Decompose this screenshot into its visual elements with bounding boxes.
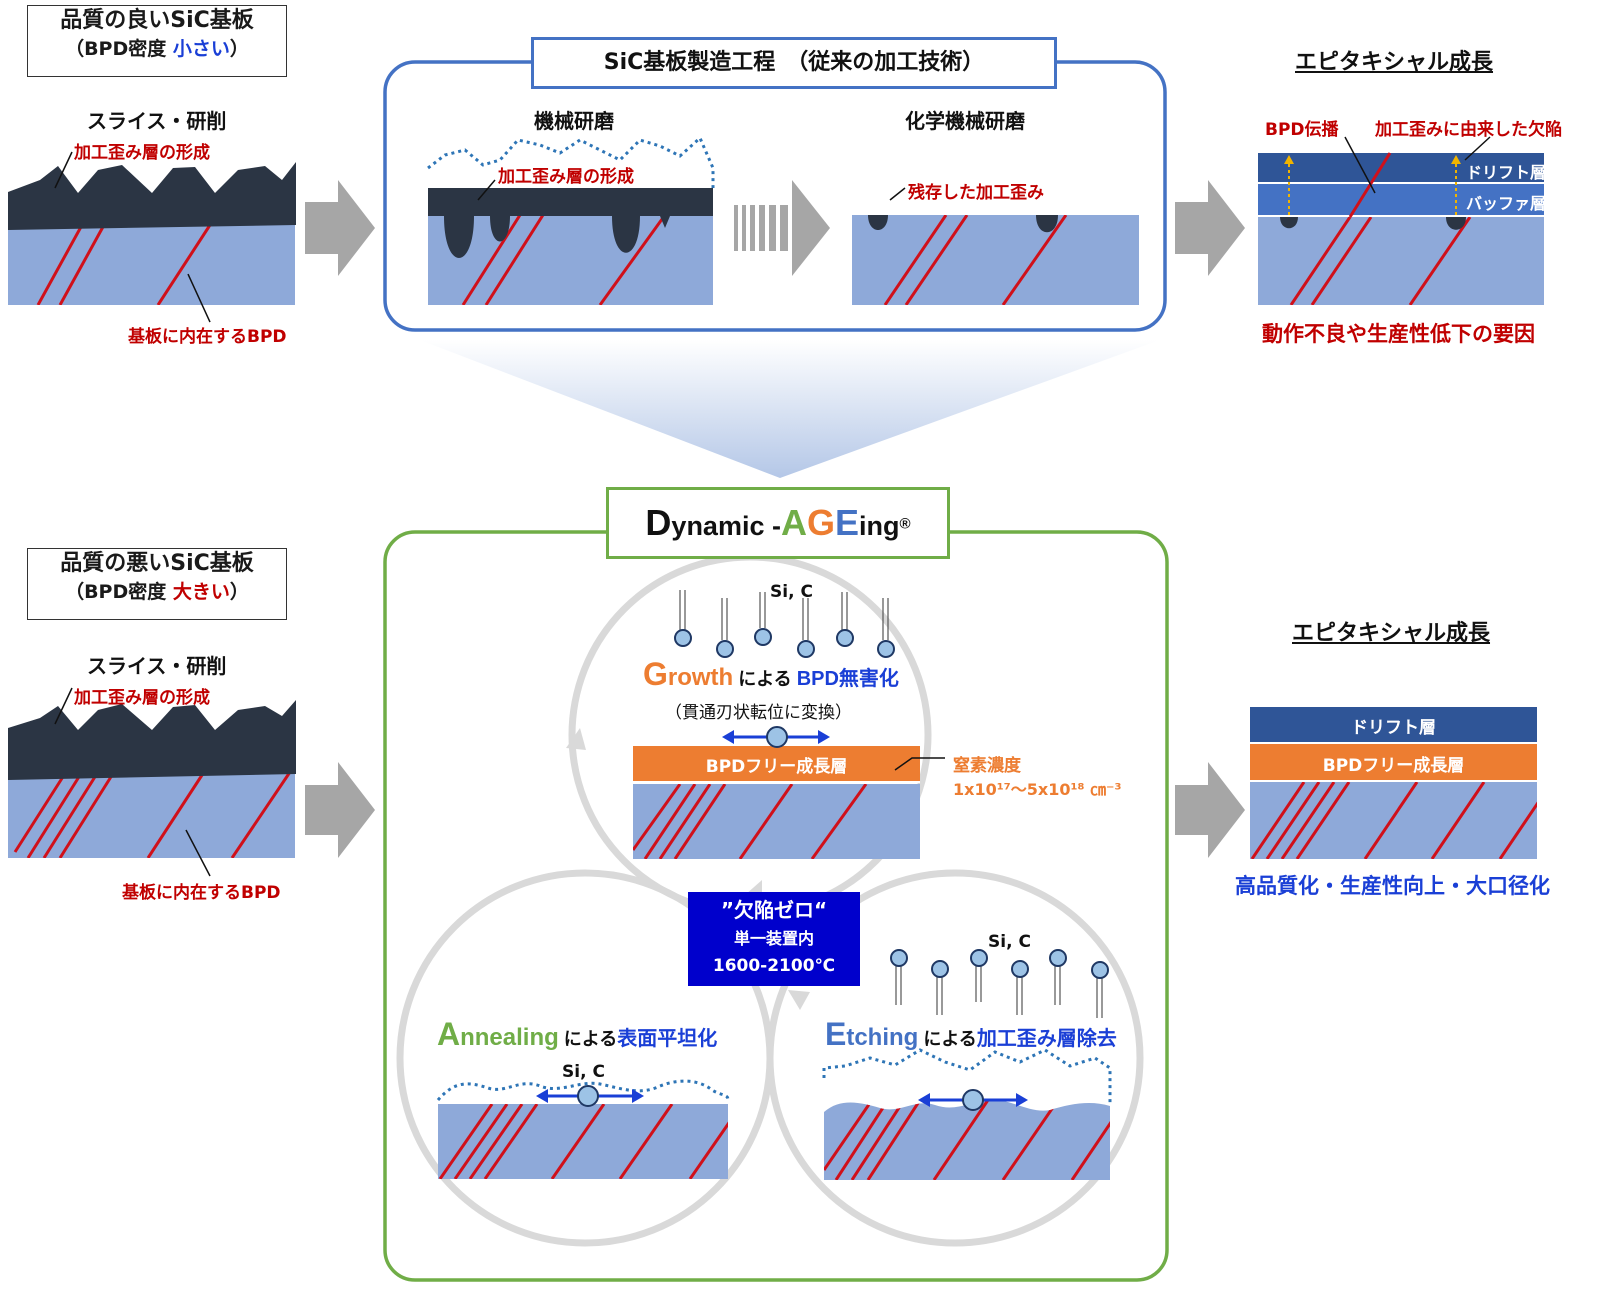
process-title: SiC基板製造工程 （従来の加工技術） [603, 50, 985, 75]
arrow-striped [734, 180, 830, 276]
growth-heading: Growth による BPD無害化 [643, 656, 899, 693]
etching-substrate [822, 1048, 1112, 1180]
title-g: G [806, 502, 835, 543]
cmp-damage-label: 残存した加工歪み [908, 183, 1044, 203]
growth-big-g: G [643, 656, 668, 692]
title-ing: ing [859, 511, 900, 541]
growth-atom-circles [674, 628, 895, 658]
nitrogen-label: 窒素濃度 [953, 756, 1021, 776]
density-suffix-bad: ） [229, 581, 249, 603]
etching-si-c: Si, C [988, 932, 1031, 952]
damage-layer-label-top: 加工歪み層の形成 [74, 143, 210, 163]
arrow-right-1 [305, 180, 375, 276]
funnel-gradient [420, 340, 1160, 478]
epi-title-bottom: エピタキシャル成長 [1292, 621, 1491, 646]
anneal-effect: 表面平坦化 [617, 1028, 718, 1050]
bottom-left-substrate [8, 687, 296, 877]
title-d: D [645, 502, 672, 543]
title-ynamic: ynamic - [671, 511, 781, 541]
anneal-big-a: A [437, 1016, 461, 1052]
bad-substrate-title: 品質の悪いSiC基板 [60, 551, 254, 576]
annealing-si-c: Si, C [562, 1062, 605, 1082]
top-right-epi [1258, 136, 1544, 305]
anneal-rest: nnealing [460, 1024, 559, 1051]
growth-by: による [733, 669, 797, 689]
good-substrate-title: 品質の良いSiC基板 [60, 8, 254, 33]
annealing-heading: Annealing による表面平坦化 [437, 1016, 717, 1053]
growth-layer-label-right: BPDフリー成長層 [1322, 756, 1465, 776]
title-a: A [780, 502, 807, 543]
bottom-right-epi [1250, 707, 1537, 859]
drift-layer-label-bottom: ドリフト層 [1351, 718, 1436, 738]
bad-substrate-label-box: 品質の悪いSiC基板 （BPD密度 大きい） [27, 548, 287, 620]
top-left-substrate [8, 151, 296, 323]
inherent-bpd-label-bottom: 基板に内在するBPD [122, 883, 281, 903]
mech-damage-label: 加工歪み層の形成 [498, 167, 634, 187]
etching-atom-circles [890, 949, 1109, 979]
cmp-label: 化学機械研磨 [905, 109, 1025, 133]
growth-si-c: Si, C [770, 582, 813, 602]
processing-defect-label: 加工歪みに由来した欠陥 [1375, 120, 1562, 140]
etching-atoms [895, 965, 1103, 1018]
nitrogen-value: 1x10¹⁷～5x10¹⁸ ㎝⁻³ [953, 780, 1122, 799]
etch-big-e: E [825, 1016, 847, 1052]
improvement-label: 高品質化・生産性向上・大口径化 [1235, 874, 1550, 898]
rotation-arrowhead-3 [788, 990, 810, 1010]
rotation-arrowhead-1 [566, 728, 586, 750]
etch-effect: 加工歪み層除去 [976, 1028, 1117, 1050]
mech-polish-label: 機械研磨 [534, 109, 614, 133]
registered-mark: ® [899, 515, 911, 533]
slice-grind-label-bottom: スライス・研削 [87, 654, 227, 678]
growth-substrate [633, 726, 945, 859]
density-small: 小さい [172, 38, 230, 60]
title-e: E [834, 502, 859, 543]
process-title-box: SiC基板製造工程 （従来の加工技術） [531, 37, 1057, 89]
density-suffix: ） [229, 38, 249, 60]
zero-defect-box: ”欠陥ゼロ“ 単一装置内 1600-2100℃ [688, 892, 860, 986]
etch-by: による [918, 1029, 977, 1049]
growth-subtitle: （貫通刃状転位に変換） [665, 703, 852, 723]
mech-polish-substrate [427, 135, 715, 305]
arrow-right-3 [305, 762, 375, 858]
arrow-right-4 [1175, 762, 1245, 858]
annealing-substrate [436, 1079, 730, 1179]
density-prefix: （BPD密度 [65, 38, 173, 60]
inherent-bpd-label-top: 基板に内在するBPD [128, 327, 287, 347]
slice-grind-label-top: スライス・研削 [87, 109, 227, 133]
etch-rest: tching [846, 1024, 919, 1051]
arrow-right-2 [1175, 180, 1245, 276]
epi-title-top: エピタキシャル成長 [1295, 50, 1494, 75]
zero-defect-title: ”欠陥ゼロ“ [720, 898, 828, 922]
growth-layer-label: BPDフリー成長層 [705, 757, 848, 777]
density-prefix-bad: （BPD密度 [65, 581, 173, 603]
drift-layer-label-top: ドリフト層 [1466, 163, 1547, 182]
growth-atoms [679, 590, 889, 640]
anneal-by: による [558, 1029, 618, 1049]
cmp-substrate [852, 187, 1139, 305]
growth-effect: BPD無害化 [796, 668, 899, 690]
temperature-range: 1600-2100℃ [712, 956, 836, 976]
buffer-layer-label: バッファ層 [1466, 194, 1547, 213]
etching-heading: Etching による加工歪み層除去 [825, 1016, 1117, 1053]
dynamic-ageing-title-box: Dynamic -AGEing® [606, 487, 950, 559]
bpd-propagation-label: BPD伝播 [1265, 120, 1339, 140]
venn-circle-etching [766, 869, 1144, 1247]
failure-cause-label: 動作不良や生産性低下の要因 [1262, 322, 1535, 346]
damage-layer-label-bottom: 加工歪み層の形成 [74, 688, 210, 708]
density-large: 大きい [172, 581, 230, 603]
good-substrate-density: （BPD密度 小さい） [28, 36, 286, 62]
single-device: 単一装置内 [733, 929, 814, 948]
bad-substrate-density: （BPD密度 大きい） [28, 579, 286, 605]
growth-rest: rowth [667, 664, 734, 691]
good-substrate-label-box: 品質の良いSiC基板 （BPD密度 小さい） [27, 5, 287, 77]
